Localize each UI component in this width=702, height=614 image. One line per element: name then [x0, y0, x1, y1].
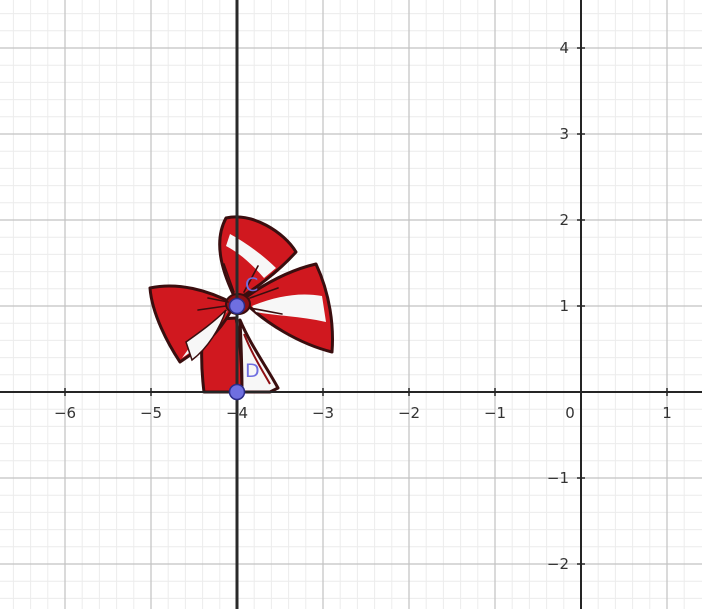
- x-tick-label: −1: [484, 404, 506, 422]
- y-tick-label: 2: [559, 211, 569, 229]
- y-tick-label: −2: [547, 555, 569, 573]
- y-tick-label: 3: [559, 125, 569, 143]
- x-tick-label: −6: [54, 404, 76, 422]
- x-tick-label: 0: [565, 404, 575, 422]
- y-tick-label: 1: [559, 297, 569, 315]
- point-C-marker[interactable]: [228, 297, 246, 315]
- x-tick-label: −3: [312, 404, 334, 422]
- x-tick-label: −4: [226, 404, 248, 422]
- point-D-marker[interactable]: [228, 383, 246, 401]
- point-D-label: D: [245, 360, 260, 382]
- x-tick-label: −5: [140, 404, 162, 422]
- x-tick-label: 1: [662, 404, 672, 422]
- y-tick-label: 4: [559, 39, 569, 57]
- bow-image[interactable]: [148, 215, 334, 394]
- point-D[interactable]: D: [228, 360, 260, 401]
- y-tick-label: −1: [547, 469, 569, 487]
- bow-loop-right-stripe: [252, 294, 326, 322]
- points-layer[interactable]: CD: [228, 274, 260, 401]
- tick-labels: −6 −5 −4 −3 −2 −1 0 1 4 3 2 1 −1 −2: [54, 39, 672, 573]
- bow-loop-left-highlight: [185, 309, 227, 362]
- bow-creases: [197, 263, 283, 315]
- point-C-label: C: [245, 274, 258, 296]
- x-tick-label: −2: [398, 404, 420, 422]
- bow-tail-right-shadow: [243, 333, 271, 385]
- point-C[interactable]: C: [228, 274, 259, 315]
